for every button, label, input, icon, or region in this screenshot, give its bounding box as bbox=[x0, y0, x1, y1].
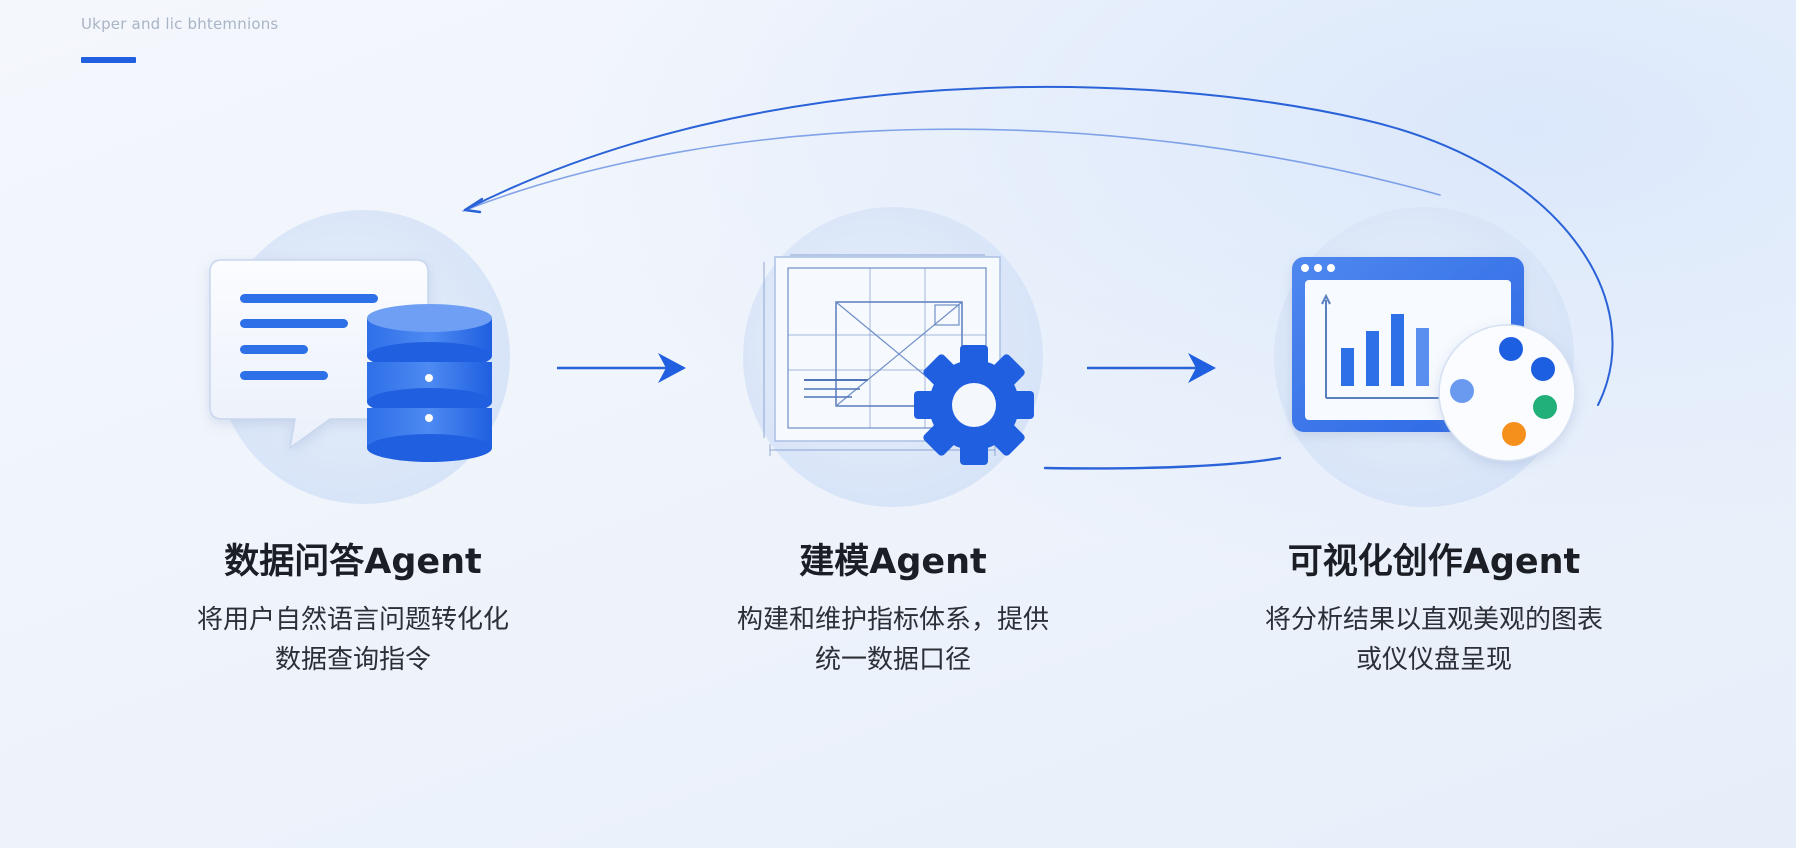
feedback-loop-arrow bbox=[462, 85, 1614, 470]
agent2-description: 构建和维护指标体系，提供 统一数据口径 bbox=[683, 600, 1103, 680]
agent1-title: 数据问答Agent bbox=[224, 542, 482, 582]
agent1-desc-line1: 将用户自然语言问题转化化 bbox=[196, 605, 509, 635]
agent3-title: 可视化创作Agent bbox=[1287, 542, 1581, 582]
agent2-title: 建模Agent bbox=[799, 542, 987, 582]
agent1-description: 将用户自然语言问题转化化 数据查询指令 bbox=[143, 600, 563, 680]
header-accent-bar bbox=[81, 57, 136, 63]
agent1-desc-line2: 数据查询指令 bbox=[274, 645, 431, 675]
database-icon bbox=[367, 304, 492, 462]
agent3-desc-line2: 或仪仪盘呈现 bbox=[1355, 645, 1512, 675]
agent3-description: 将分析结果以直观美观的图表 或仪仪盘呈现 bbox=[1224, 600, 1644, 680]
header-label: Ukper and lic bhtemnions bbox=[81, 15, 279, 33]
flow-arrow-1 bbox=[557, 353, 686, 383]
agent2-desc-line1: 构建和维护指标体系，提供 bbox=[736, 605, 1049, 635]
agent3-desc-line1: 将分析结果以直观美观的图表 bbox=[1264, 605, 1603, 635]
gear-icon bbox=[914, 345, 1034, 465]
palette-icon bbox=[1438, 324, 1576, 462]
flow-arrow-2 bbox=[1087, 353, 1216, 383]
agent2-desc-line2: 统一数据口径 bbox=[814, 645, 971, 675]
